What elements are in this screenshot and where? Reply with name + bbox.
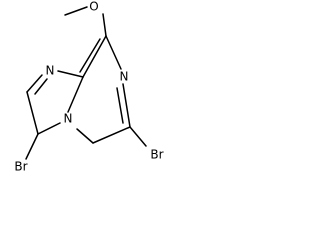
bond-oxygen-c8 [102, 13, 107, 37]
bond-c3-n4 [37, 122, 61, 135]
atom-label-oxygen: O [89, 0, 98, 14]
bonds [25, 6, 147, 160]
bond-c8a-n1 [57, 70, 84, 78]
bond-methyl-oxygen [64, 6, 88, 16]
bond-n7-c6 [122, 83, 131, 128]
bond-c8-n7 [105, 35, 122, 70]
atom-label-bromine-right: Br [150, 148, 163, 162]
atom-label-nitrogen-right: N [120, 70, 129, 84]
bond-c5-n4 [76, 128, 94, 144]
atom-labels: O N N N Br Br [14, 0, 163, 174]
atom-label-bromine-left: Br [14, 160, 27, 174]
bond-n1-c2 [26, 74, 43, 93]
bond-c2-c3 [26, 91, 39, 135]
bond-n7-c6-double [116, 87, 124, 124]
atom-label-nitrogen-top: N [46, 64, 55, 78]
bond-n4-c8a [67, 76, 84, 113]
bond-c8-c8a [82, 35, 107, 78]
bond-c3-br [25, 133, 39, 160]
bond-c6-br [129, 126, 147, 147]
atom-label-nitrogen-bridge: N [64, 112, 73, 126]
bond-n1-c2-double [34, 78, 48, 95]
bond-c6-c5 [92, 126, 131, 144]
bond-c8-c8a-double [79, 38, 101, 73]
structure-diagram: O N N N Br Br [14, 0, 163, 174]
